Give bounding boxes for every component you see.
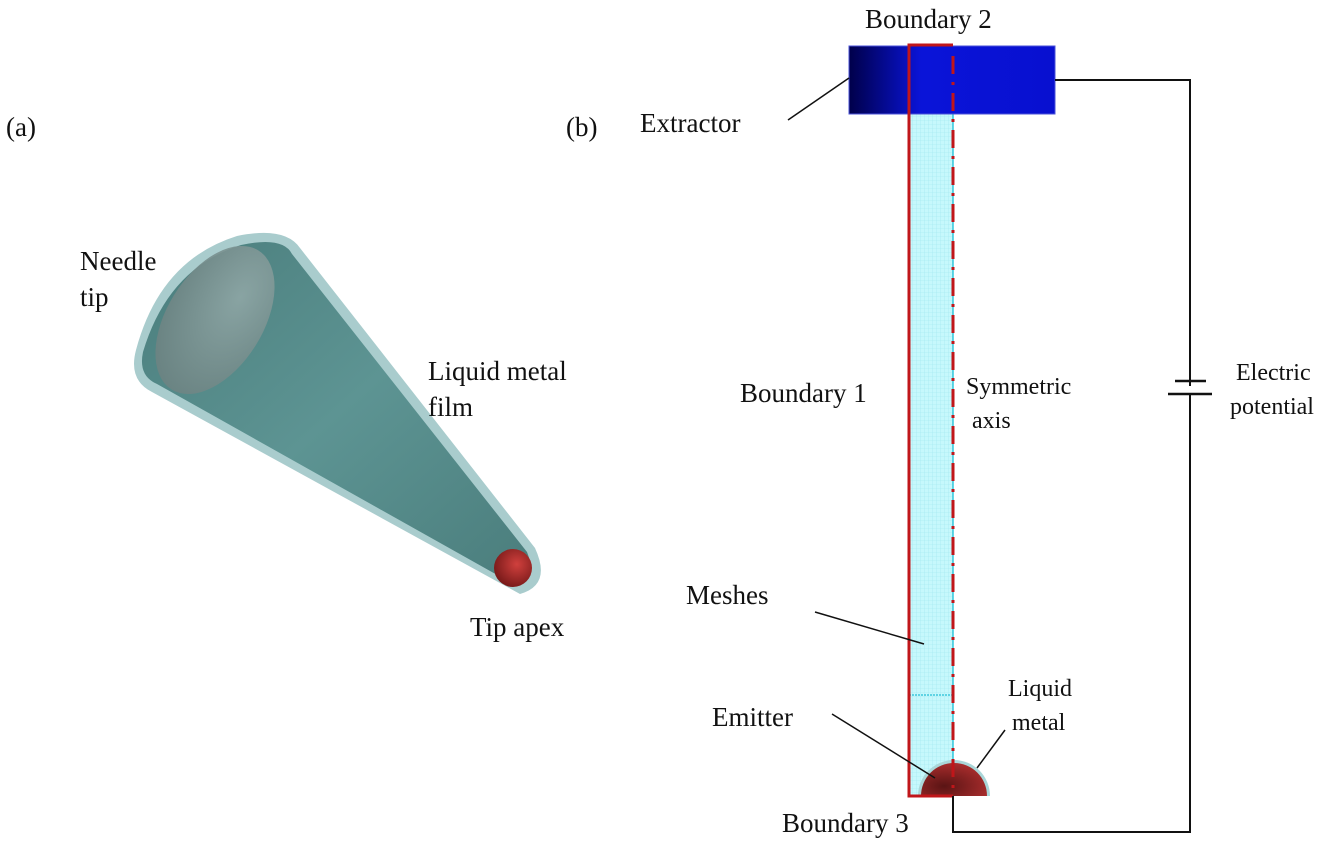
boundary-3-label: Boundary 3 xyxy=(782,808,909,838)
needle-mouth xyxy=(155,245,275,395)
emitter-label: Emitter xyxy=(712,702,793,732)
panel-a: (a) Needle tip Liquid metal film Tip ape… xyxy=(6,112,567,642)
symmetric-axis-label-1: Symmetric xyxy=(966,374,1071,400)
extractor-label: Extractor xyxy=(640,108,740,138)
liquid-metal-label-1: Liquid xyxy=(1008,676,1072,702)
circuit-wire-return xyxy=(952,394,1191,833)
electric-potential-label-1: Electric xyxy=(1236,360,1311,386)
meshes-leader xyxy=(814,611,925,645)
meshes-label: Meshes xyxy=(686,580,769,610)
liquid-metal-label-2: metal xyxy=(1012,710,1066,736)
needle-tip-label-1: Needle xyxy=(80,246,156,276)
emitter-droplet xyxy=(921,763,987,796)
tip-apex-label: Tip apex xyxy=(470,612,565,642)
film-label-2: film xyxy=(428,392,473,422)
boundary-2-label: Boundary 2 xyxy=(865,4,992,34)
panel-b: (b) Boundary 2 Extractor Boundary 1 Symm… xyxy=(566,4,1314,838)
emitter-leader xyxy=(831,713,936,779)
panel-a-label: (a) xyxy=(6,112,36,142)
boundary-1-label: Boundary 1 xyxy=(740,378,867,408)
liquid-metal-leader xyxy=(976,729,1006,769)
tip-droplet xyxy=(494,549,532,587)
film-label-1: Liquid metal xyxy=(428,356,567,386)
mesh-domain xyxy=(909,114,953,796)
panel-b-label: (b) xyxy=(566,112,597,142)
extractor-leader xyxy=(787,77,850,121)
electric-potential-label-2: potential xyxy=(1230,394,1314,420)
circuit-wire xyxy=(1055,79,1191,386)
needle-tip-label-2: tip xyxy=(80,282,109,312)
symmetric-axis-label-2: axis xyxy=(972,408,1011,434)
boundary-1-2-3-outline xyxy=(907,43,953,798)
